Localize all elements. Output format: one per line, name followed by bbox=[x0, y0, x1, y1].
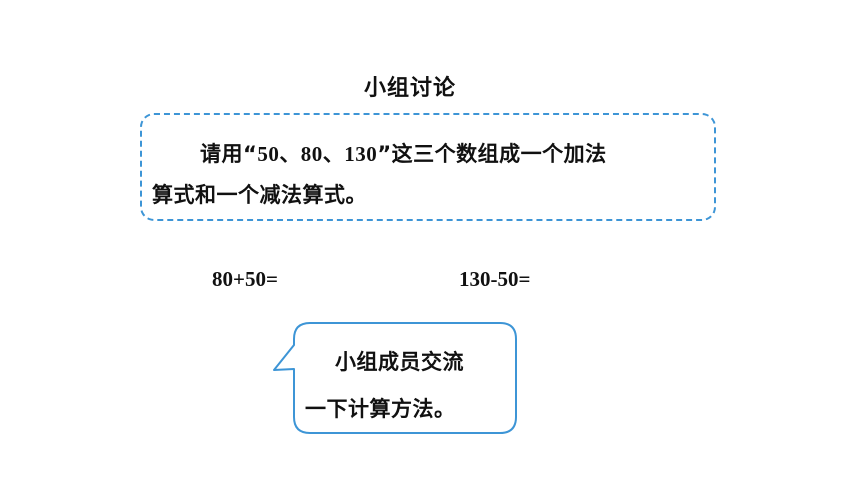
bubble-text-line-1: 小组成员交流 bbox=[335, 350, 464, 374]
page-title: 小组讨论 bbox=[363, 76, 456, 101]
task-suffix: ”这三个数组成一个加法 bbox=[377, 142, 607, 166]
task-text-line-1: 请用“50、80、130”这三个数组成一个加法 bbox=[200, 138, 607, 168]
task-box bbox=[140, 113, 716, 221]
speech-bubble bbox=[272, 321, 522, 437]
equation-addition: 80+50= bbox=[212, 267, 278, 291]
speech-bubble-shape bbox=[273, 322, 517, 434]
task-prefix: 请用“ bbox=[200, 142, 258, 166]
equation-subtraction: 130-50= bbox=[459, 267, 531, 291]
bubble-text-line-2: 一下计算方法。 bbox=[305, 397, 456, 421]
task-text-line-2: 算式和一个减法算式。 bbox=[152, 183, 367, 207]
task-numbers: 50、80、130 bbox=[257, 142, 378, 166]
